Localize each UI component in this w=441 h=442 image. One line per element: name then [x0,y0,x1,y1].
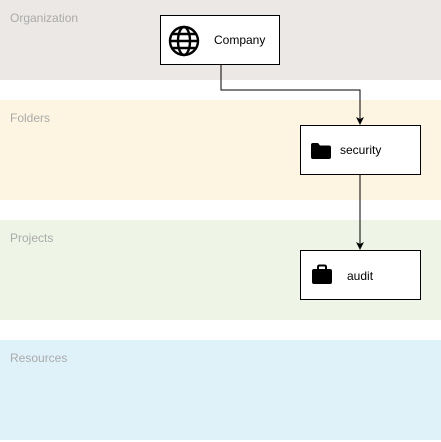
briefcase-icon [311,264,333,291]
node-label-audit: audit [347,269,374,283]
folder-icon [310,142,332,165]
node-company[interactable]: Company [160,15,280,65]
node-label-company: Company [214,33,266,47]
band-label-projects: Projects [10,231,54,245]
node-label-security: security [340,143,382,157]
band-label-folders: Folders [10,111,51,125]
globe-icon [168,25,200,62]
band-label-organization: Organization [10,11,79,25]
band-resources: Resources [0,340,441,440]
node-audit[interactable]: audit [300,250,421,300]
band-label-resources: Resources [10,351,68,365]
node-security[interactable]: security [300,125,421,175]
